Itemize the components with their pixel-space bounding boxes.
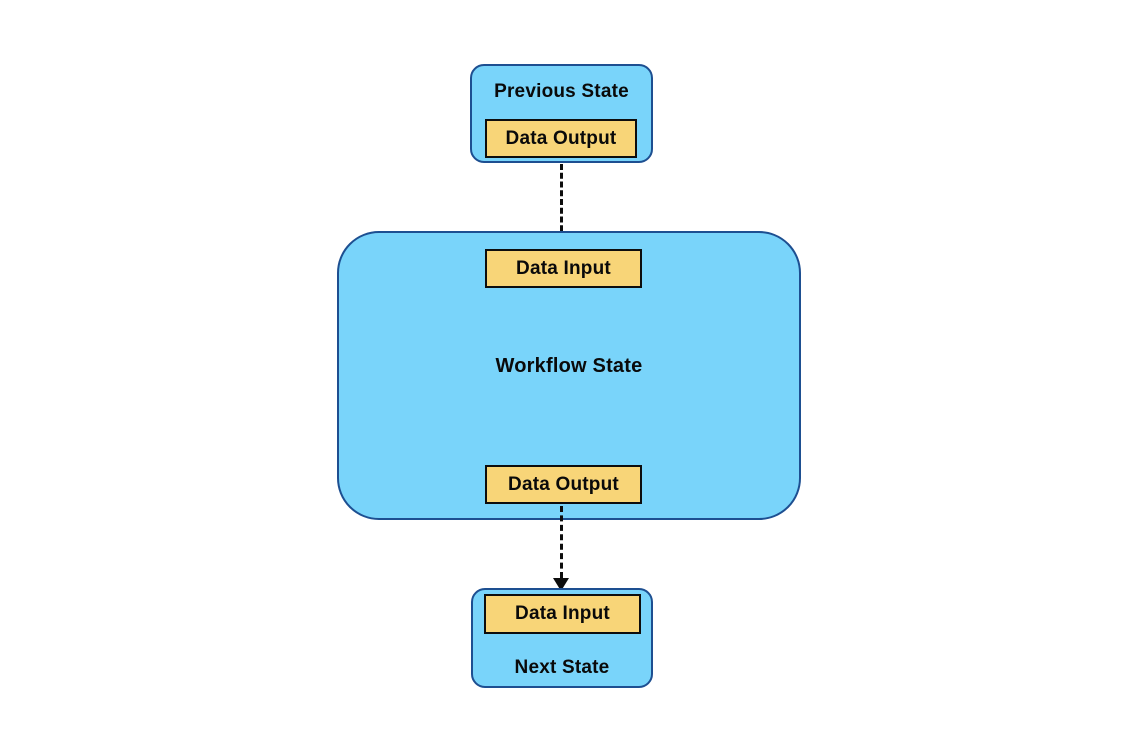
- connector-workflow-to-next-arrowhead-icon: [553, 578, 569, 591]
- connector-workflow-to-next-line: [560, 506, 563, 578]
- connector-previous-to-workflow-line: [560, 164, 563, 240]
- workflow-state-data-output-port: Data Output: [485, 465, 642, 504]
- workflow-state-data-input-port: Data Input: [485, 249, 642, 288]
- next-state-data-input-port: Data Input: [484, 594, 641, 634]
- next-state-data-input-label: Data Input: [515, 603, 610, 624]
- node-previous-state: Previous State Data Output: [470, 64, 653, 163]
- workflow-state-data-input-label: Data Input: [516, 257, 611, 279]
- previous-state-label: Previous State: [494, 81, 629, 102]
- previous-state-data-output-port: Data Output: [485, 119, 637, 158]
- node-next-state: Data Input Next State: [471, 588, 653, 688]
- node-workflow-state: Data Input Workflow State Data Output: [337, 231, 801, 520]
- workflow-state-label: Workflow State: [495, 355, 643, 377]
- previous-state-data-output-label: Data Output: [505, 127, 617, 149]
- next-state-label: Next State: [514, 657, 610, 678]
- workflow-state-data-output-label: Data Output: [508, 473, 619, 495]
